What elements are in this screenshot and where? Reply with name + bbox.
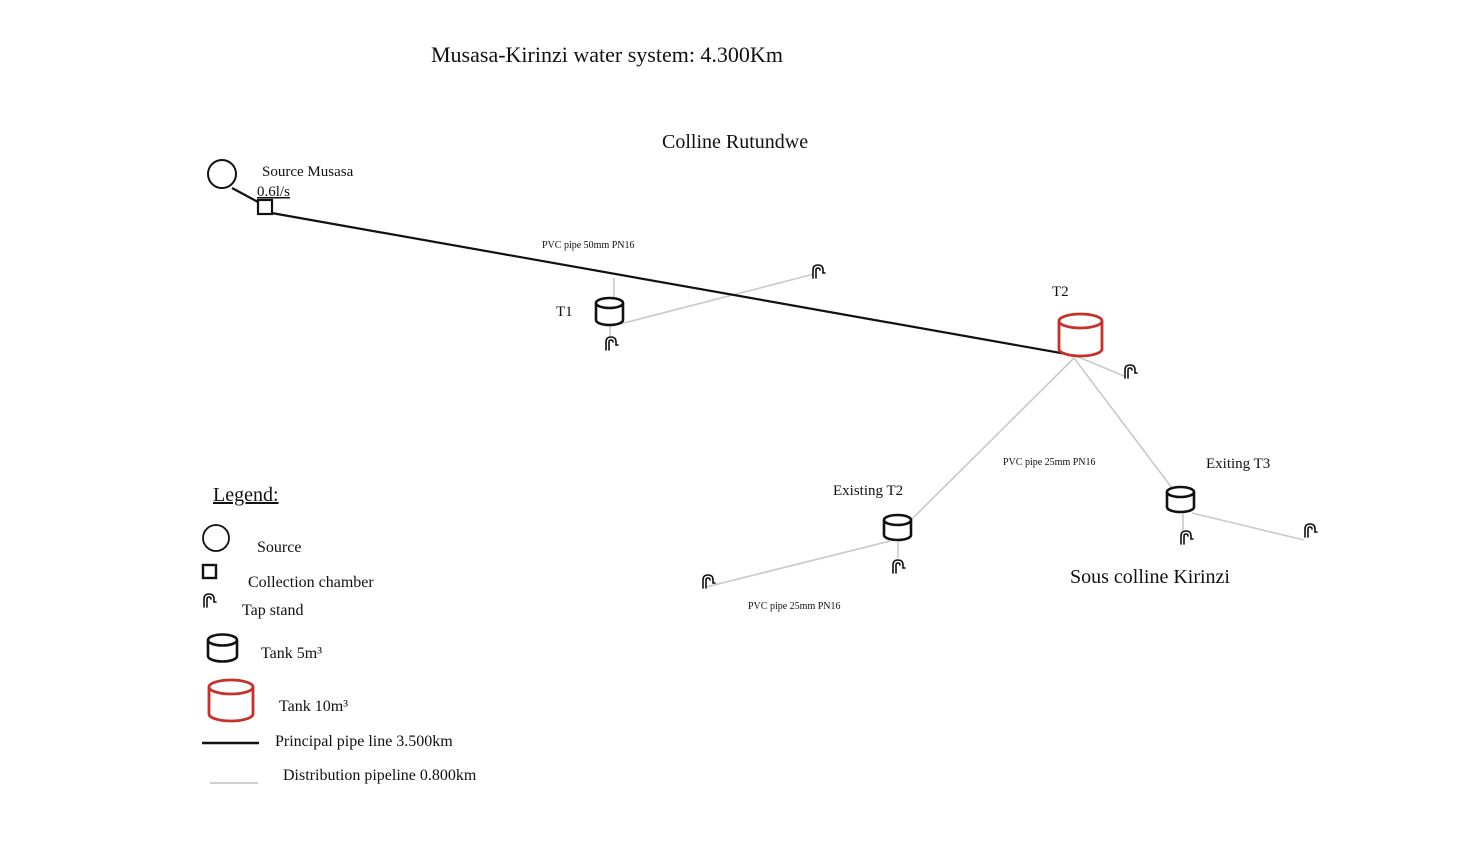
dist-pipe-t1-east [619, 273, 815, 325]
dist-pipe-existing-t2-west [705, 540, 891, 588]
region-label-kirinzi: Sous colline Kirinzi [1070, 566, 1230, 588]
legend-heading: Legend: [213, 484, 279, 506]
legend-distribution-label: Distribution pipeline 0.800km [283, 767, 477, 784]
legend-collection-chamber-label: Collection chamber [248, 574, 374, 591]
tank-t1-label: T1 [556, 304, 573, 320]
main-pipe-chamber-to-t2 [265, 210, 1073, 357]
source-flow-label: 0.6l/s [257, 184, 290, 200]
region-label-rutundwe: Colline Rutundwe [662, 131, 808, 153]
legend-principal-label: Principal pipe line 3.500km [275, 733, 453, 750]
existing-t3-label: Exiting T3 [1206, 456, 1270, 472]
legend-tap-stand-icon [203, 593, 217, 608]
dist-pipe-existing-t3-east [1191, 512, 1305, 541]
legend-collection-chamber-icon [201, 563, 218, 580]
source-name-label: Source Musasa [262, 164, 354, 180]
collection-chamber-icon [256, 198, 274, 216]
legend-tank-10-icon [207, 678, 255, 723]
source-to-chamber-link [231, 187, 259, 203]
tap-stand-icon [1180, 530, 1194, 545]
principal-pipeline [231, 187, 1073, 357]
pipe-label-dist-upper: PVC pipe 25mm PN16 [1003, 457, 1096, 468]
source-icon [207, 159, 237, 189]
pipe-label-dist-lower: PVC pipe 25mm PN16 [748, 601, 841, 612]
tap-stand-icon [1304, 523, 1318, 538]
legend-source-label: Source [257, 539, 301, 556]
legend-source-icon [202, 524, 230, 552]
tap-stand-icon [812, 264, 826, 279]
dist-pipe-t2-to-existing-t3 [1073, 357, 1179, 497]
tank-existing-t2-icon [882, 513, 913, 542]
legend-tank-5-label: Tank 5m³ [261, 645, 322, 662]
legend-tank-5-icon [206, 633, 239, 663]
legend-tank-10-label: Tank 10m³ [279, 698, 348, 715]
tank-t2-icon [1057, 312, 1104, 358]
dist-pipe-t2-to-existing-t2 [904, 357, 1075, 527]
tank-existing-t3-icon [1165, 485, 1196, 514]
tank-t1-icon [594, 296, 625, 327]
legend: Legend: Source Collection chamber Tap st… [201, 484, 477, 784]
tap-stand-icon [1124, 364, 1138, 379]
tap-stand-icon [605, 336, 619, 351]
distribution-pipelines [609, 273, 1305, 588]
legend-tap-stand-label: Tap stand [242, 602, 304, 619]
dist-pipe-t2-tap [1075, 355, 1125, 377]
diagram-title: Musasa-Kirinzi water system: 4.300Km [431, 42, 783, 67]
tank-t2-label: T2 [1052, 284, 1069, 300]
tap-stand-icon [892, 559, 906, 574]
existing-t2-label: Existing T2 [833, 483, 903, 499]
pipe-label-main: PVC pipe 50mm PN16 [542, 240, 635, 251]
